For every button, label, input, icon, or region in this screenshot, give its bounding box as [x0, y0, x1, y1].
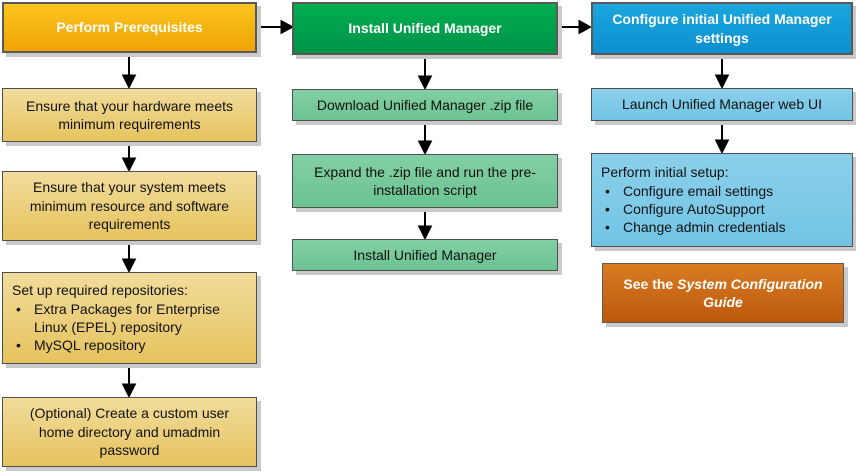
arrow-down-left-2 [121, 142, 137, 173]
list-item: • Change admin credentials [601, 218, 786, 236]
note-guide-title: System Configuration Guide [677, 275, 823, 310]
step-label: Launch Unified Manager web UI [621, 96, 822, 113]
bullet-label: Configure AutoSupport [623, 201, 765, 217]
step-install-unified-manager: Install Unified Manager [292, 239, 558, 271]
list-item: • MySQL repository [12, 336, 146, 354]
list-title: Set up required repositories: [12, 282, 188, 299]
bullet-icon: • [16, 337, 21, 354]
note-prefix: See the [623, 275, 678, 292]
step-system-requirements: Ensure that your system meets minimum re… [2, 171, 257, 241]
header-label: Perform Prerequisites [56, 19, 203, 36]
step-optional-home-directory: (Optional) Create a custom user home dir… [2, 397, 257, 467]
arrow-down-left-4 [121, 364, 137, 399]
arrow-right-prereq-to-install [258, 19, 295, 35]
arrow-down-left-1 [121, 53, 137, 90]
step-download-zip: Download Unified Manager .zip file [292, 89, 558, 121]
arrow-down-right-2 [714, 121, 730, 155]
header-label: Configure initial Unified Manager settin… [612, 11, 832, 46]
list-item: • Extra Packages for Enterprise Linux (E… [12, 300, 248, 337]
arrow-down-left-3 [121, 241, 137, 274]
bullet-icon: • [605, 219, 610, 236]
step-perform-initial-setup: Perform initial setup: • Configure email… [591, 153, 853, 247]
note-text: See the System Configuration Guide [617, 275, 829, 312]
bullet-icon: • [16, 300, 21, 317]
list-title: Perform initial setup: [601, 164, 729, 181]
note-system-configuration-guide: See the System Configuration Guide [602, 263, 844, 323]
bullet-label: Change admin credentials [623, 219, 786, 236]
bullet-label: MySQL repository [34, 337, 146, 354]
bullet-icon: • [605, 201, 610, 217]
bullet-icon: • [605, 182, 610, 199]
header-perform-prerequisites: Perform Prerequisites [2, 2, 257, 53]
step-label: Expand the .zip file and run the pre-ins… [314, 163, 536, 198]
header-install-unified-manager: Install Unified Manager [292, 2, 558, 55]
list-item: • Configure AutoSupport [601, 200, 765, 218]
arrow-down-mid-2 [417, 121, 433, 156]
bullet-label: Configure email settings [623, 182, 774, 199]
step-label: Ensure that your hardware meets minimum … [26, 97, 233, 132]
step-setup-repositories: Set up required repositories: • Extra Pa… [2, 272, 257, 364]
bullet-label: Extra Packages for Enterprise Linux (EPE… [34, 300, 220, 335]
step-label: Ensure that your system meets minimum re… [29, 179, 230, 233]
header-label: Install Unified Manager [348, 20, 502, 37]
step-launch-web-ui: Launch Unified Manager web UI [591, 88, 853, 121]
arrow-right-install-to-configure [558, 19, 593, 35]
arrow-down-mid-3 [417, 208, 433, 241]
step-label: (Optional) Create a custom user home dir… [29, 405, 230, 459]
step-label: Install Unified Manager [353, 246, 497, 263]
arrow-down-right-1 [714, 55, 730, 90]
step-label: Download Unified Manager .zip file [316, 96, 534, 113]
step-expand-zip-run-script: Expand the .zip file and run the pre-ins… [292, 154, 558, 208]
arrow-down-mid-1 [417, 55, 433, 91]
step-hardware-requirements: Ensure that your hardware meets minimum … [2, 88, 257, 142]
header-configure-initial-settings: Configure initial Unified Manager settin… [591, 2, 853, 55]
list-item: • Configure email settings [601, 182, 773, 200]
